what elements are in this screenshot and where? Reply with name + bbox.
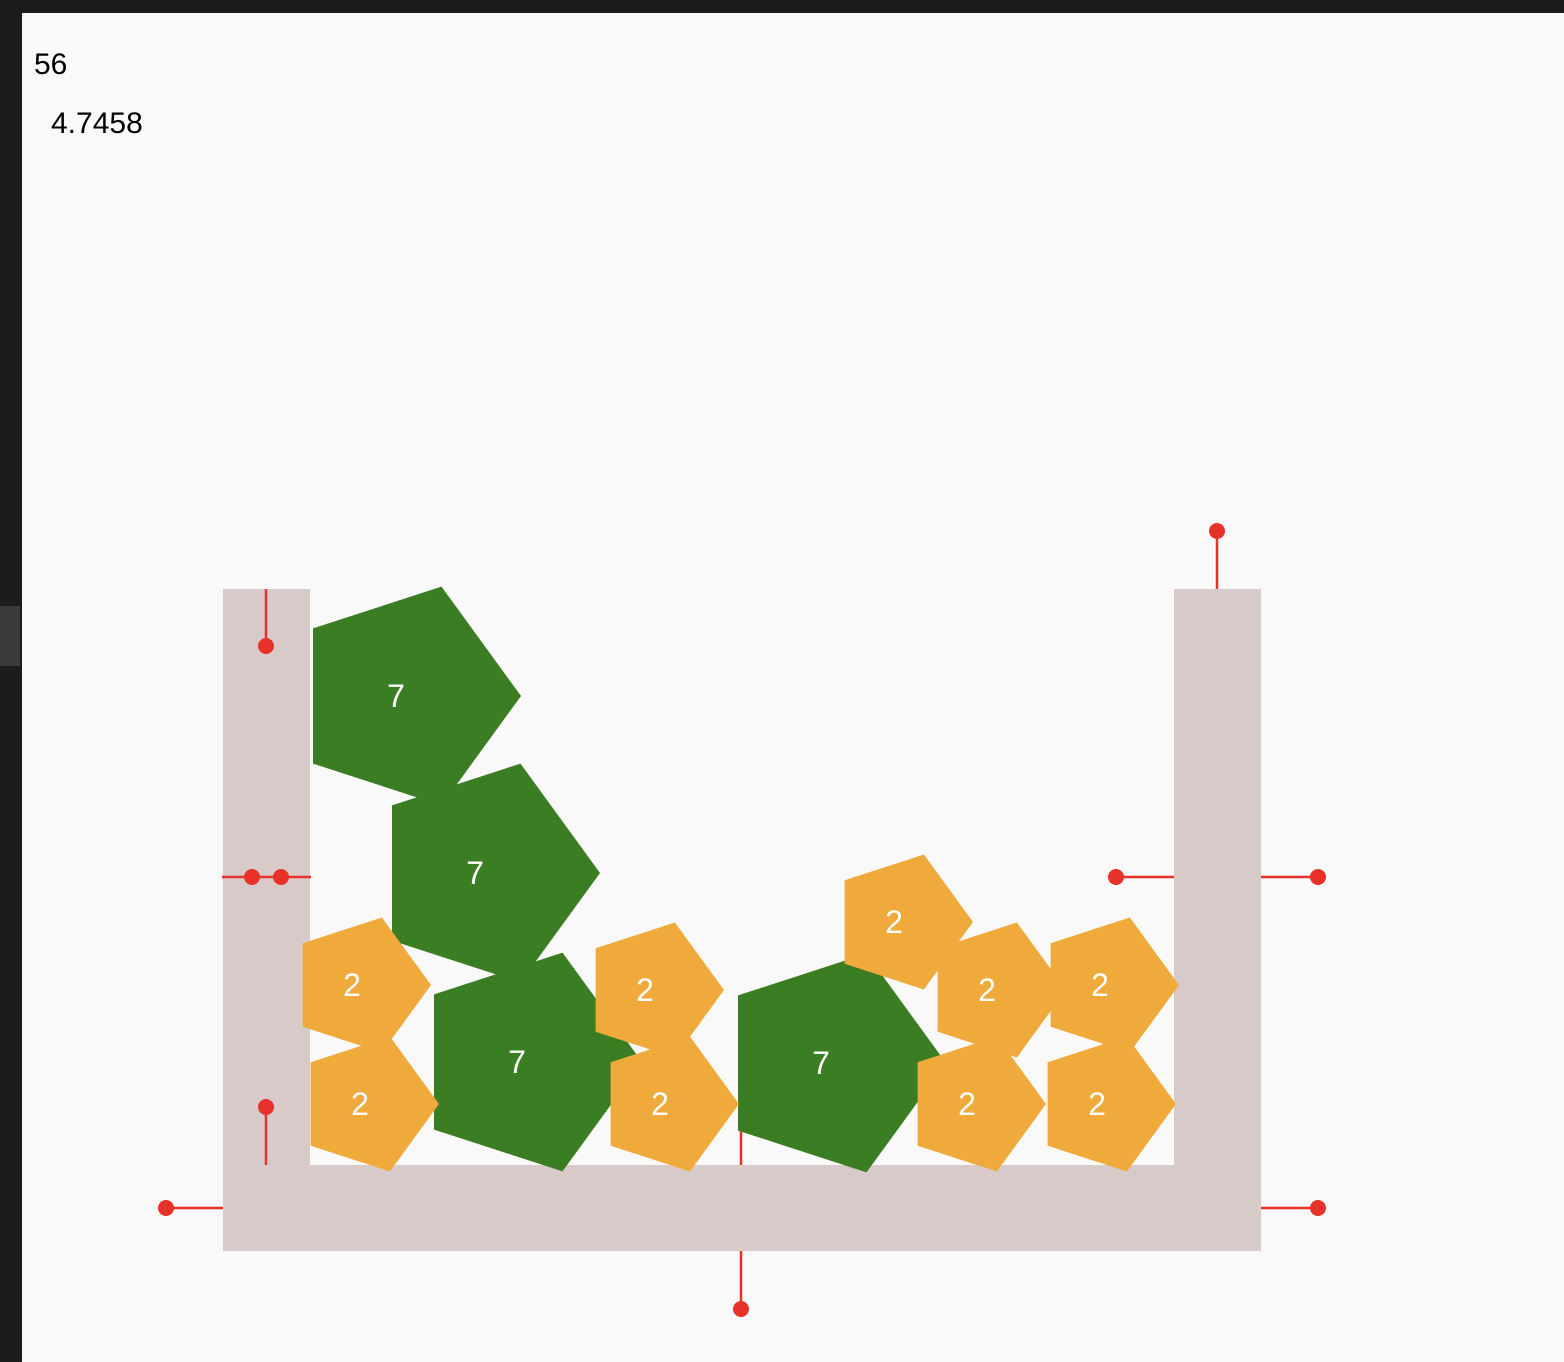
anchor-dot[interactable]	[1209, 523, 1225, 539]
pentagon-shape	[310, 1036, 439, 1172]
pieces-layer: 7 7 7 7 2 2 2 2 2 2 2 2 2	[302, 586, 1179, 1173]
floor	[223, 1165, 1261, 1251]
piece-value-label: 2	[343, 967, 361, 1003]
piece-value-label: 2	[978, 972, 996, 1008]
window-left-bar	[0, 0, 22, 1362]
anchor-dot[interactable]	[273, 869, 289, 885]
anchor-dot[interactable]	[1310, 1200, 1326, 1216]
piece-value-label: 2	[1091, 967, 1109, 1003]
pentagon-shape	[1050, 917, 1179, 1053]
piece-value-label: 2	[1088, 1086, 1106, 1122]
piece-value-label: 2	[885, 904, 903, 940]
piece-seven[interactable]: 7	[738, 953, 946, 1173]
pentagon-shape	[917, 1036, 1046, 1172]
piece-two[interactable]: 2	[302, 917, 431, 1053]
pentagon-shape	[434, 952, 642, 1172]
piece-seven[interactable]: 7	[313, 586, 521, 806]
pentagon-shape	[610, 1036, 739, 1172]
pentagon-shape	[595, 922, 724, 1058]
piece-two[interactable]: 2	[1047, 1036, 1176, 1172]
anchor-dot[interactable]	[1310, 869, 1326, 885]
pentagon-shape	[392, 763, 600, 983]
piece-value-label: 7	[387, 678, 405, 714]
piece-two[interactable]: 2	[595, 922, 724, 1058]
piece-value-label: 2	[651, 1086, 669, 1122]
piece-value-label: 7	[812, 1045, 830, 1081]
anchor-points	[158, 523, 1326, 1317]
anchor-dot[interactable]	[1108, 869, 1124, 885]
anchor-dot[interactable]	[244, 869, 260, 885]
piece-two[interactable]: 2	[610, 1036, 739, 1172]
anchor-dot[interactable]	[158, 1200, 174, 1216]
piece-seven[interactable]: 7	[392, 763, 600, 983]
piece-value-label: 7	[508, 1044, 526, 1080]
pentagon-shape	[302, 917, 431, 1053]
piece-value-label: 7	[466, 855, 484, 891]
pentagon-shape	[937, 922, 1066, 1058]
window-top-bar	[0, 0, 1564, 13]
score-readout: 56	[34, 48, 68, 81]
anchor-dot[interactable]	[258, 1099, 274, 1115]
pentagon-shape	[738, 953, 946, 1173]
pentagon-shape	[1047, 1036, 1176, 1172]
piece-value-label: 2	[636, 972, 654, 1008]
timer-readout: 4.7458	[51, 107, 143, 140]
piece-two[interactable]: 2	[917, 1036, 1046, 1172]
piece-two[interactable]: 2	[937, 922, 1066, 1058]
anchor-dot[interactable]	[733, 1301, 749, 1317]
piece-two[interactable]: 2	[1050, 917, 1179, 1053]
side-panel-tab[interactable]	[0, 606, 20, 666]
piece-value-label: 2	[958, 1086, 976, 1122]
pentagon-shape	[313, 586, 521, 806]
piece-seven[interactable]: 7	[434, 952, 642, 1172]
piece-two[interactable]: 2	[310, 1036, 439, 1172]
container-walls	[223, 589, 1261, 1251]
right-wall	[1174, 589, 1261, 1251]
piece-value-label: 2	[351, 1086, 369, 1122]
